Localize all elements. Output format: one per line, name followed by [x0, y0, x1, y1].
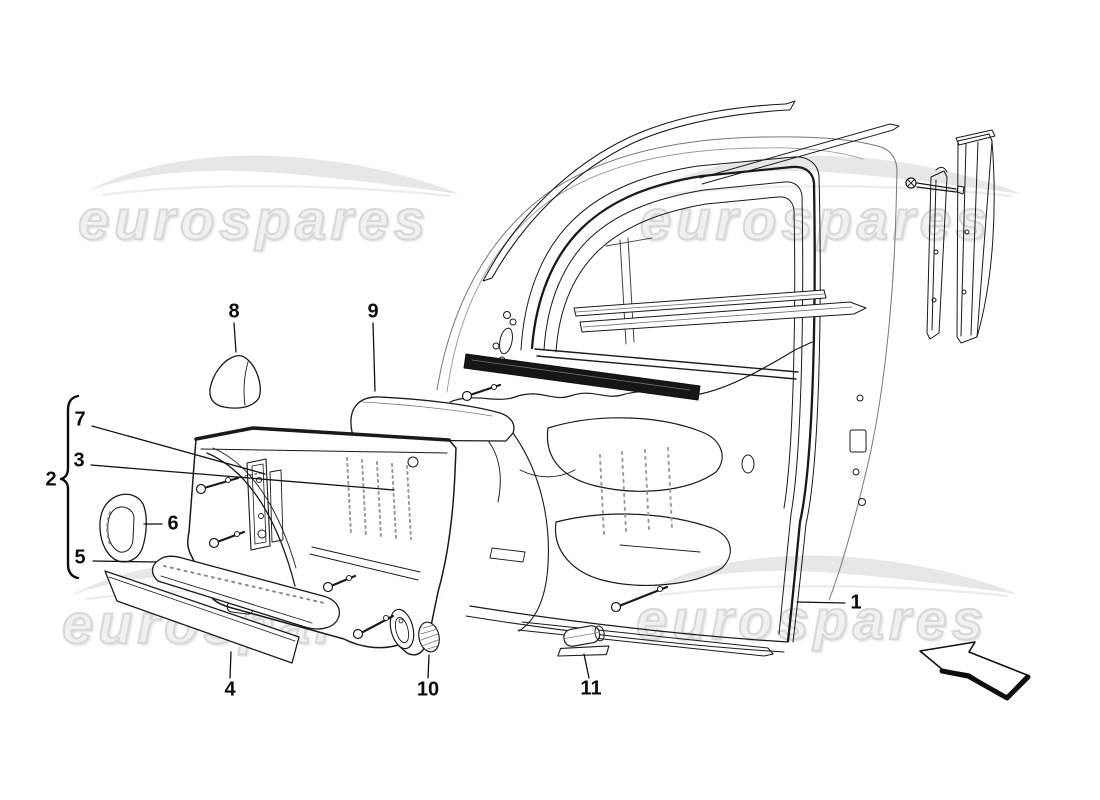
direction-arrow-icon	[919, 641, 1031, 701]
callout-4[interactable]: 4	[224, 678, 236, 701]
screw-icon	[461, 383, 502, 402]
callout-11[interactable]: 11	[580, 677, 602, 700]
callout-1[interactable]: 1	[850, 591, 862, 614]
screw-icon	[610, 585, 669, 613]
screw-icon	[352, 614, 395, 640]
callout-6[interactable]: 6	[167, 512, 179, 535]
belt-weatherstrip	[463, 353, 701, 401]
callout-10[interactable]: 10	[416, 678, 440, 701]
callout-5[interactable]: 5	[74, 546, 86, 569]
grommet	[418, 621, 440, 653]
courtesy-lamp	[557, 625, 610, 657]
pillar-trim-strips	[905, 129, 996, 344]
tweeter-cover	[209, 354, 261, 409]
callout-9[interactable]: 9	[367, 300, 379, 323]
water-shield	[350, 396, 549, 632]
door-shell	[436, 100, 900, 657]
callout-7[interactable]: 7	[74, 408, 86, 431]
group-bracket-brace	[59, 394, 80, 580]
callout-3[interactable]: 3	[73, 449, 85, 472]
handle-bezel	[99, 493, 147, 563]
callout-8[interactable]: 8	[228, 300, 240, 323]
screw-icon	[208, 530, 246, 549]
callout-2[interactable]: 2	[45, 468, 57, 491]
screw-icon	[195, 476, 240, 495]
screw-icon	[905, 177, 965, 195]
